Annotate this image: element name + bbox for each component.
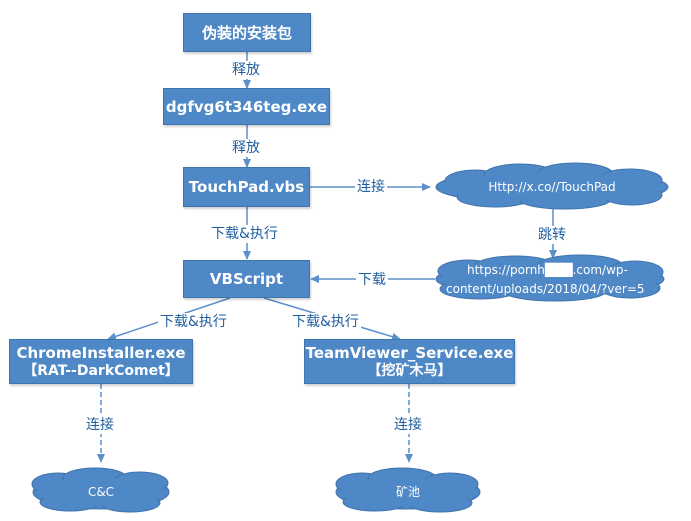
cloud-mining-pool-text: 矿池 <box>395 485 420 499</box>
edge-label-connect-pool: 连接 <box>392 416 424 434</box>
node-vbscript: VBScript <box>183 260 310 298</box>
edge-label-release-2: 释放 <box>230 139 262 157</box>
node-exe: dgfvg6t346teg.exe <box>163 88 330 125</box>
edge-label-jump: 跳转 <box>536 226 568 244</box>
cloud-url-download-text-2: content/uploads/2018/04/?ver=5 <box>446 282 645 296</box>
edge-label-download-exec-vbscript: 下载&执行 <box>209 225 280 243</box>
edge-label-connect-url: 连接 <box>355 178 387 196</box>
node-vbscript-label: VBScript <box>209 270 284 288</box>
edge-label-download-exec-teamviewer: 下载&执行 <box>290 313 361 331</box>
node-teamviewer-sublabel: 【挖矿木马】 <box>367 362 452 379</box>
cloud-url-touchpad-text: Http://x.co//TouchPad <box>488 180 616 194</box>
cloud-url-download-text-1: https://pornh███.com/wp- <box>467 263 628 277</box>
node-touchpad-label: TouchPad.vbs <box>188 178 305 196</box>
node-teamviewer-label: TeamViewer_Service.exe <box>305 343 514 362</box>
edge-label-release-1: 释放 <box>230 61 262 79</box>
node-fake-installer: 伪装的安装包 <box>183 13 311 52</box>
edge-label-connect-cc: 连接 <box>84 416 116 434</box>
edge-label-download-exec-chrome: 下载&执行 <box>158 313 229 331</box>
node-chrome-label: ChromeInstaller.exe <box>16 343 186 362</box>
node-chrome-sublabel: 【RAT--DarkComet】 <box>23 362 179 379</box>
node-teamviewer-service: TeamViewer_Service.exe 【挖矿木马】 <box>304 339 515 384</box>
node-fake-installer-label: 伪装的安装包 <box>201 23 292 42</box>
cloud-cc-text: C&C <box>87 485 115 499</box>
node-exe-label: dgfvg6t346teg.exe <box>165 97 328 116</box>
edge-label-download: 下载 <box>356 271 388 289</box>
node-chrome-installer: ChromeInstaller.exe 【RAT--DarkComet】 <box>9 339 193 384</box>
node-touchpad-vbs: TouchPad.vbs <box>183 167 310 207</box>
